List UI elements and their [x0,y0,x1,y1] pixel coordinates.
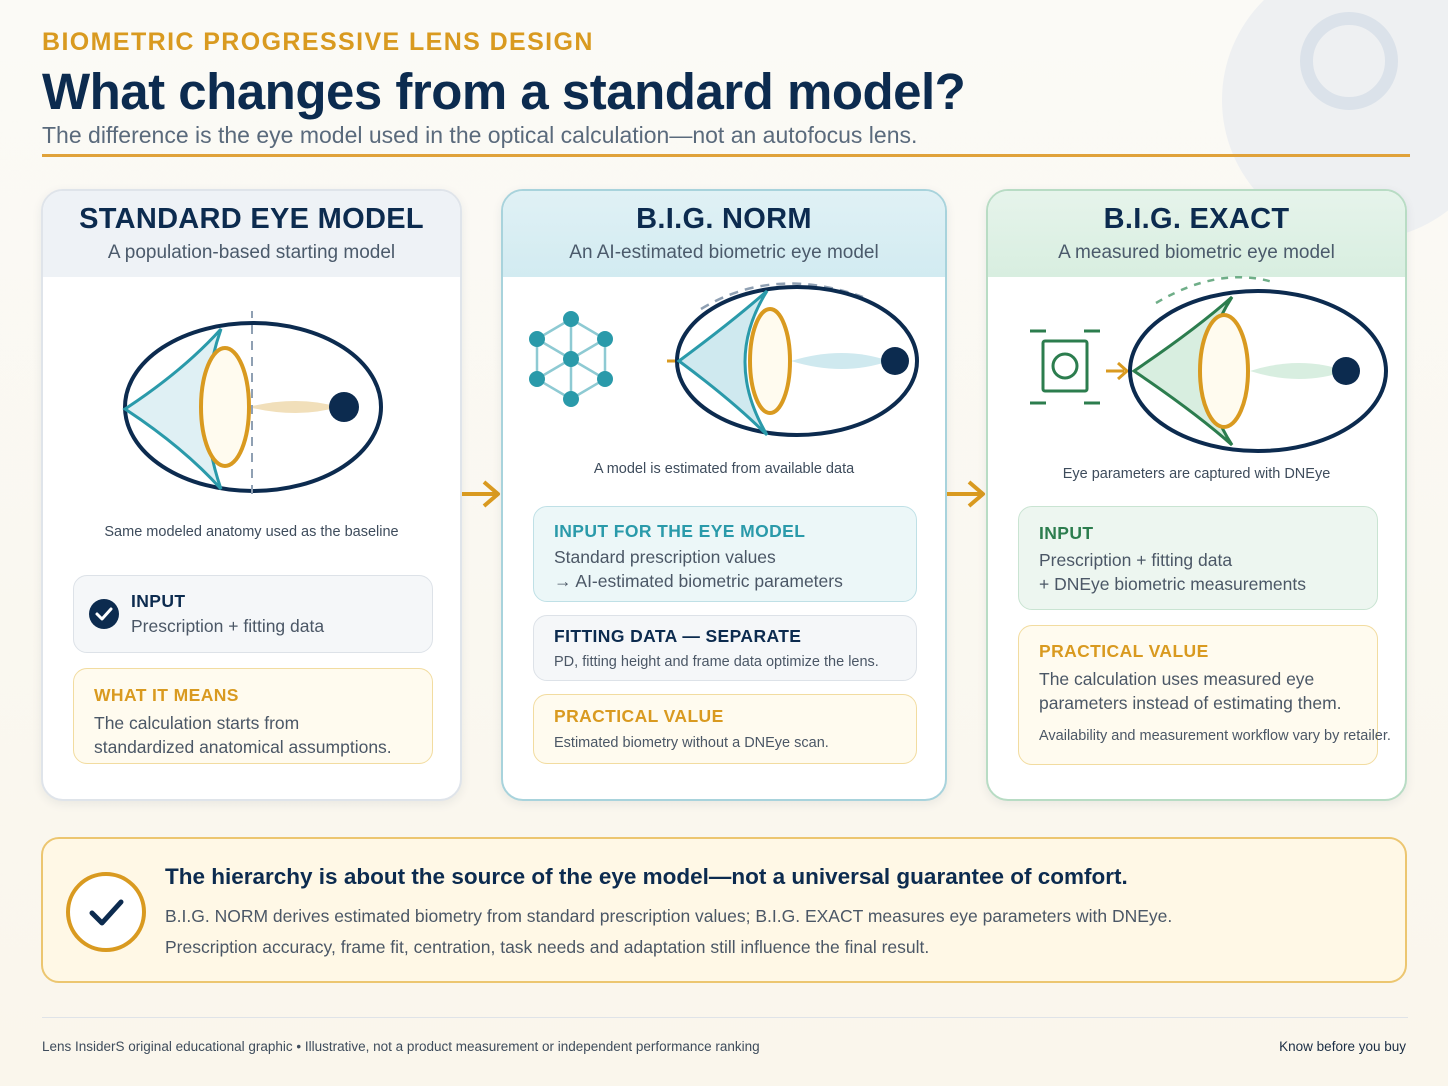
box-note: Availability and measurement workflow va… [1039,728,1391,744]
practical-value-box: PRACTICAL VALUE The calculation uses mea… [1018,625,1391,765]
card-title: B.I.G. EXACT [1103,203,1290,235]
standard-eye-illustration-icon [122,311,383,495]
card-subtitle: A population-based starting model [107,242,396,263]
decorative-ring [1300,12,1398,110]
footer-divider [42,1017,1408,1018]
box-title: FITTING DATA — SEPARATE [554,626,802,646]
box-text: parameters instead of estimating them. [1039,693,1342,713]
footer-tagline: Know before you buy [1279,1039,1406,1054]
box-text: + DNEye biometric measurements [1039,574,1306,594]
card-header: B.I.G. NORM An AI-estimated biometric ey… [503,191,945,277]
summary-banner: The hierarchy is about the source of the… [41,837,1407,983]
card-header: B.I.G. EXACT A measured biometric eye mo… [988,191,1405,277]
box-title: PRACTICAL VALUE [1039,641,1209,661]
card-caption: Same modeled anatomy used as the baselin… [104,524,399,540]
box-text: PD, fitting height and frame data optimi… [554,654,879,670]
card-title: STANDARD EYE MODEL [79,203,424,235]
exact-eye-illustration-icon [1106,275,1388,453]
card-subtitle: A measured biometric eye model [1058,242,1335,263]
card-caption: Eye parameters are captured with DNEye [1062,466,1331,482]
check-circle-icon [89,599,119,629]
box-text: standardized anatomical assumptions. [94,737,392,757]
box-title: INPUT [1039,523,1094,543]
ai-network-icon [529,311,613,407]
fitting-data-box: FITTING DATA — SEPARATE PD, fitting heig… [533,615,917,681]
arrow-right-icon [462,480,500,508]
what-it-means-box: WHAT IT MEANS The calculation starts fro… [73,668,433,764]
box-text: Estimated biometry without a DNEye scan. [554,735,829,751]
practical-value-box: PRACTICAL VALUE Estimated biometry witho… [533,694,917,764]
scan-frame-icon [1030,329,1100,405]
card-caption: A model is estimated from available data [593,461,855,477]
card-subtitle: An AI-estimated biometric eye model [569,242,879,263]
card-big-norm: B.I.G. NORM An AI-estimated biometric ey… [501,189,947,801]
arrow-right-icon [947,480,985,508]
card-header: STANDARD EYE MODEL A population-based st… [43,191,460,277]
banner-title: The hierarchy is about the source of the… [165,864,1128,889]
box-text: The calculation starts from [94,713,300,733]
box-title: PRACTICAL VALUE [554,706,724,726]
title-divider [42,154,1410,157]
box-title: WHAT IT MEANS [94,685,239,705]
box-title: INPUT [131,591,186,611]
box-text: Prescription + fitting data [131,616,325,636]
card-title: B.I.G. NORM [636,203,812,235]
box-text: The calculation uses measured eye [1039,669,1315,689]
box-text: Prescription + fitting data [1039,550,1233,570]
page-subtitle: The difference is the eye model used in … [42,122,918,148]
footer-credit: Lens InsiderS original educational graph… [42,1039,760,1054]
input-box: INPUT Prescription + fitting data + DNEy… [1018,506,1378,610]
box-text: Standard prescription values [554,547,776,567]
box-text: → AI-estimated biometric parameters [554,571,843,591]
page-title: What changes from a standard model? [42,63,966,120]
card-big-exact: B.I.G. EXACT A measured biometric eye mo… [986,189,1407,801]
check-circle-icon [66,872,146,952]
norm-eye-illustration-icon [667,282,919,437]
input-eye-model-box: INPUT FOR THE EYE MODEL Standard prescri… [533,506,917,602]
kicker: BIOMETRIC PROGRESSIVE LENS DESIGN [42,28,594,56]
banner-text: Prescription accuracy, frame fit, centra… [165,937,930,957]
card-standard-eye-model: STANDARD EYE MODEL A population-based st… [41,189,462,801]
input-box: INPUT Prescription + fitting data [73,575,433,653]
box-title: INPUT FOR THE EYE MODEL [554,521,806,541]
banner-text: B.I.G. NORM derives estimated biometry f… [165,906,1173,926]
